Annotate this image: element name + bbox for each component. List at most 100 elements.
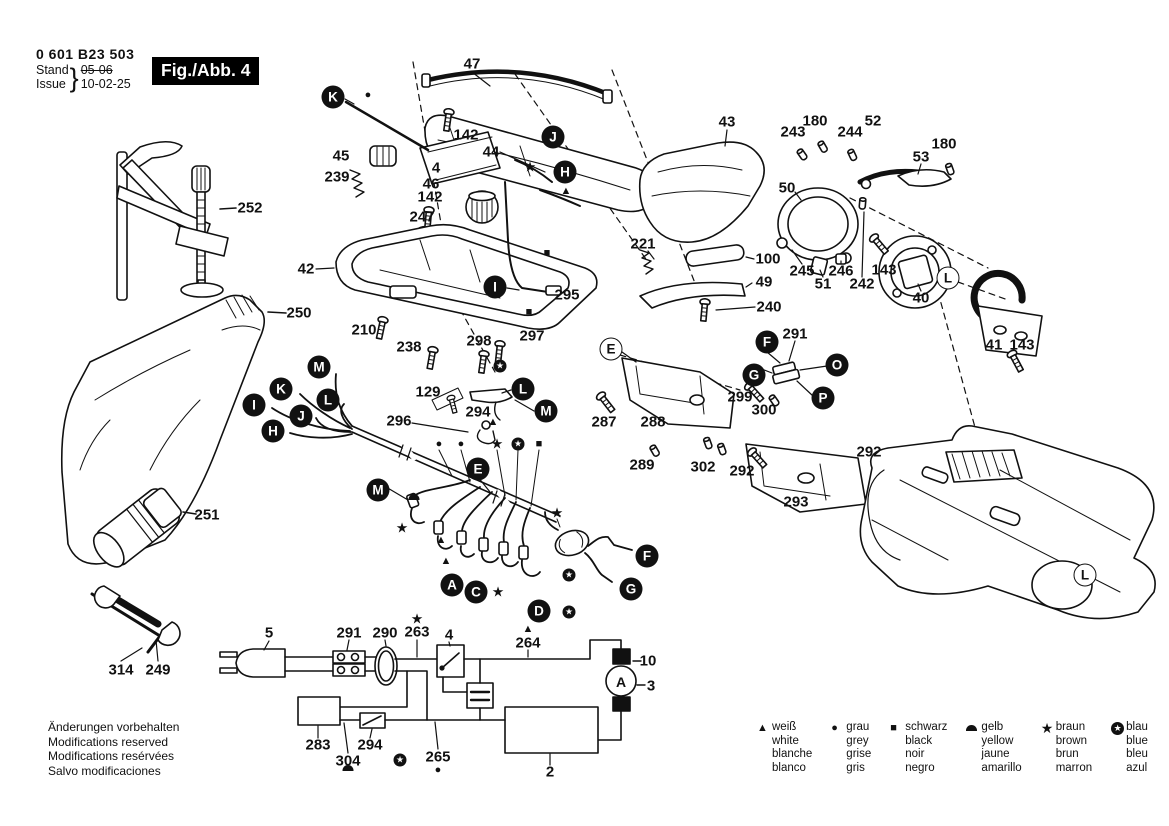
symbol-mark: ● bbox=[458, 438, 465, 450]
part-callout-239: 239 bbox=[324, 168, 350, 186]
symbol-mark: ● bbox=[365, 89, 372, 101]
part-callout-2: 2 bbox=[545, 763, 555, 781]
part-callout-251: 251 bbox=[194, 506, 220, 524]
part-callout-42: 42 bbox=[297, 260, 315, 278]
triangle-color-mark: ▲ bbox=[440, 555, 452, 567]
legend-term: blue bbox=[1126, 734, 1148, 747]
legend-term: azul bbox=[1126, 761, 1148, 774]
part-callout-297: 297 bbox=[519, 327, 545, 345]
bracket-293-drawing bbox=[648, 340, 902, 513]
part-callout-143: 143 bbox=[1009, 336, 1035, 354]
part-callout-287: 287 bbox=[591, 413, 617, 431]
legend-term: grau bbox=[846, 721, 870, 733]
issue-label: Issue bbox=[36, 76, 66, 91]
bracket-288-drawing bbox=[594, 351, 735, 429]
part-callout-45: 45 bbox=[332, 147, 350, 165]
brace-glyph: } bbox=[69, 62, 79, 93]
part-callout-244: 244 bbox=[837, 123, 863, 141]
cstar-color-mark: ★ bbox=[562, 568, 576, 582]
clip-129-drawing bbox=[411, 387, 496, 445]
wire-letter-I: I bbox=[242, 393, 266, 417]
wire-letter-H: H bbox=[261, 419, 285, 443]
part-callout-250: 250 bbox=[286, 304, 312, 322]
legend-term: yellow bbox=[981, 734, 1014, 747]
symbol-mark: ★ bbox=[491, 436, 504, 453]
part-callout-290: 290 bbox=[372, 624, 398, 642]
part-callout-51: 51 bbox=[814, 275, 832, 293]
part-callout-295: 295 bbox=[554, 286, 580, 304]
dust-bag-drawing bbox=[60, 294, 287, 565]
symbol-mark: ▲ bbox=[523, 623, 534, 635]
square-color-mark: ■ bbox=[890, 722, 897, 734]
star-color-mark: ★ bbox=[491, 583, 505, 600]
part-callout-264: 264 bbox=[515, 634, 541, 652]
symbol-mark: ★ bbox=[551, 505, 564, 522]
part-callout-292: 292 bbox=[729, 462, 755, 480]
issue-date: 10-02-25 bbox=[80, 76, 131, 91]
symbol-mark bbox=[408, 494, 420, 500]
part-callout-291: 291 bbox=[336, 624, 362, 642]
star-color-mark: ★ bbox=[550, 504, 564, 521]
symbol-mark: ■ bbox=[526, 306, 533, 318]
dot-color-mark: ● bbox=[364, 89, 372, 101]
legend-term: amarillo bbox=[981, 761, 1022, 774]
symbol-mark: ★ bbox=[493, 359, 507, 373]
part-callout-293: 293 bbox=[783, 493, 809, 511]
part-callout-180: 180 bbox=[802, 112, 828, 130]
dome-color-mark bbox=[408, 494, 420, 500]
dot-color-mark: ● bbox=[434, 764, 442, 776]
wire-letter-L: L bbox=[511, 377, 535, 401]
wire-letter-M: M bbox=[366, 478, 390, 502]
wire-letter-M: M bbox=[307, 355, 331, 379]
symbol-mark bbox=[342, 765, 354, 771]
part-callout-243: 243 bbox=[780, 123, 806, 141]
legend-term: gris bbox=[846, 761, 865, 774]
reference-letter-E: E bbox=[599, 337, 623, 361]
part-callout-245: 245 bbox=[789, 262, 815, 280]
dot-color-mark: ● bbox=[457, 438, 465, 450]
wire-letter-C: C bbox=[464, 580, 488, 604]
part-callout-265: 265 bbox=[425, 748, 451, 766]
symbol-mark: ★ bbox=[393, 753, 407, 767]
legend-term: noir bbox=[905, 748, 925, 760]
wire-letter-O: O bbox=[825, 353, 849, 377]
cstar-color-mark: ★ bbox=[511, 437, 525, 451]
dot-color-mark: ● bbox=[831, 722, 838, 734]
part-callout-210: 210 bbox=[351, 321, 377, 339]
part-callout-294: 294 bbox=[465, 403, 491, 421]
brush-plate-40-drawing bbox=[867, 231, 1043, 374]
wrench-drawing bbox=[93, 585, 181, 662]
square-color-mark: ■ bbox=[525, 306, 533, 318]
triangle-color-mark: ▲ bbox=[522, 623, 534, 635]
motor-body-drawing bbox=[859, 424, 1156, 620]
part-callout-296: 296 bbox=[386, 412, 412, 430]
wire-letter-G: G bbox=[742, 363, 766, 387]
wire-letter-P: P bbox=[811, 386, 835, 410]
symbol-mark: ★ bbox=[562, 605, 576, 619]
motor-letter-A: A bbox=[615, 674, 627, 690]
star-color-mark: ★ bbox=[395, 519, 409, 536]
symbol-mark: ★ bbox=[524, 159, 537, 176]
symbol-mark: ▲ bbox=[488, 416, 499, 428]
wire-letter-J: J bbox=[289, 404, 313, 428]
title-block: 0 601 B23 503 Stand Issue } 05-06 10-02-… bbox=[36, 46, 134, 91]
part-callout-44: 44 bbox=[482, 143, 500, 161]
part-callout-5: 5 bbox=[264, 624, 274, 642]
part-callout-304: 304 bbox=[335, 752, 361, 770]
clamp-drawing bbox=[116, 140, 237, 301]
reference-letter-L: L bbox=[1073, 563, 1097, 587]
part-callout-289: 289 bbox=[629, 456, 655, 474]
disclaimer-line: Änderungen vorbehalten bbox=[48, 720, 180, 734]
lever-294-drawing bbox=[469, 339, 535, 421]
part-callout-53: 53 bbox=[912, 148, 930, 166]
part-callout-4: 4 bbox=[444, 626, 454, 644]
part-callout-242: 242 bbox=[849, 275, 875, 293]
